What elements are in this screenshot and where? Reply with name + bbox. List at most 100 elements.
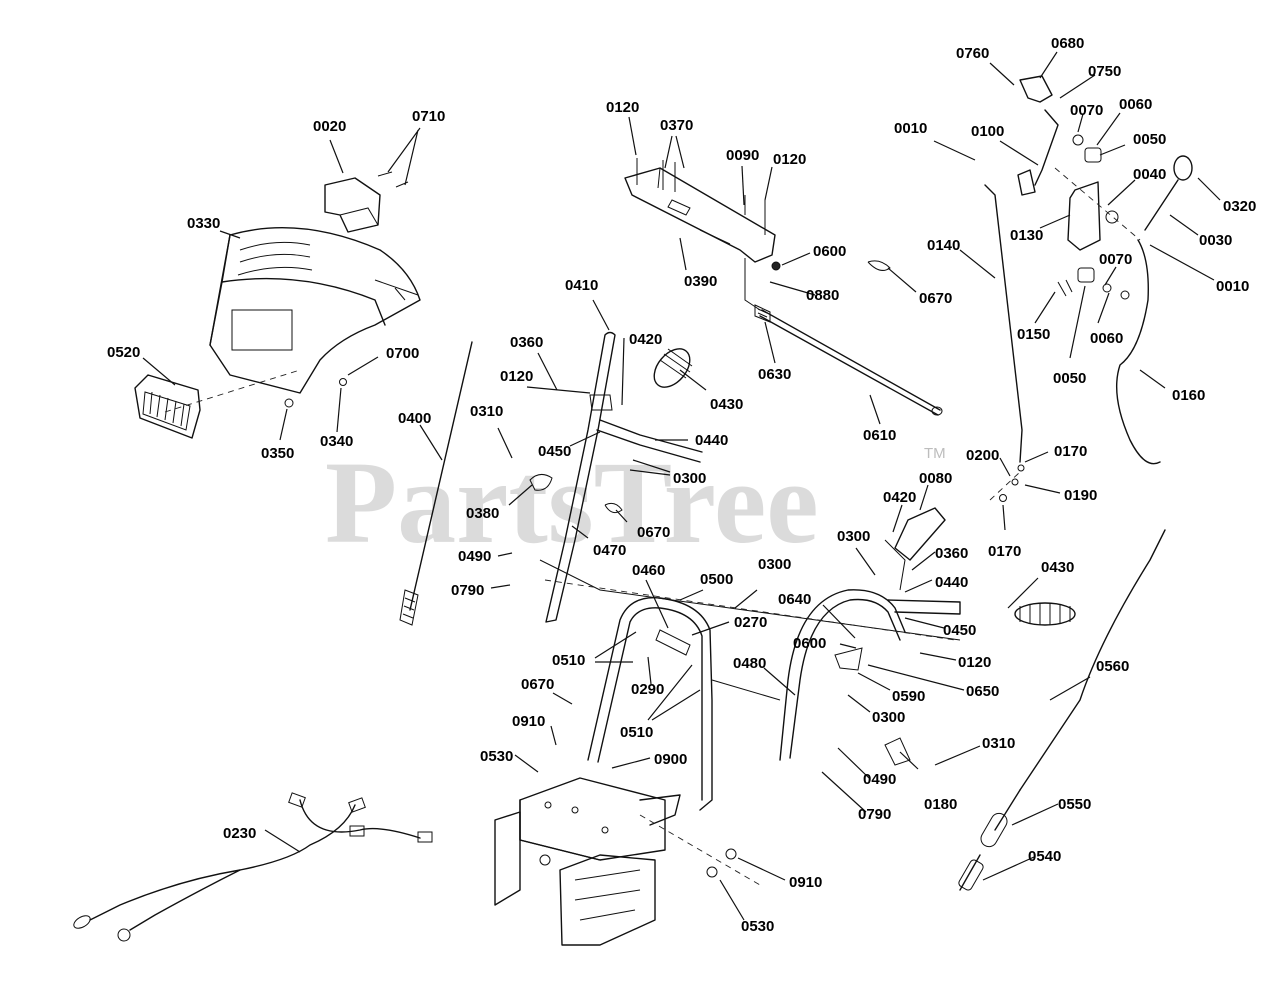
cable-part bbox=[399, 341, 473, 626]
part-label: 0370 bbox=[660, 117, 693, 134]
part-label: 0050 bbox=[1133, 131, 1166, 148]
part-label: 0530 bbox=[480, 748, 513, 765]
upper-handle-right bbox=[779, 507, 1076, 766]
part-label: 0600 bbox=[813, 243, 846, 260]
shaft-part bbox=[754, 304, 943, 416]
part-label: 0150 bbox=[1017, 326, 1050, 343]
watermark-text: PartsTree bbox=[325, 437, 819, 568]
part-label: 0120 bbox=[606, 99, 639, 116]
part-label: 0270 bbox=[734, 614, 767, 631]
part-label: 0400 bbox=[398, 410, 431, 427]
alignment-line bbox=[544, 579, 956, 641]
pin-part bbox=[771, 261, 781, 271]
part-label: 0160 bbox=[1172, 387, 1205, 404]
part-label: 0040 bbox=[1133, 166, 1166, 183]
part-label: 0300 bbox=[673, 470, 706, 487]
part-label: 0460 bbox=[632, 562, 665, 579]
part-label: 0480 bbox=[733, 655, 766, 672]
part-label: 0510 bbox=[620, 724, 653, 741]
part-label: 0450 bbox=[538, 443, 571, 460]
part-label: 0170 bbox=[1054, 443, 1087, 460]
part-label: 0630 bbox=[758, 366, 791, 383]
part-label: 0510 bbox=[552, 652, 585, 669]
part-label: 0680 bbox=[1051, 35, 1084, 52]
upper-handle-left bbox=[529, 331, 961, 641]
part-label: 0550 bbox=[1058, 796, 1091, 813]
part-label: 0490 bbox=[458, 548, 491, 565]
bolt-part bbox=[725, 848, 737, 860]
part-label: 0070 bbox=[1070, 102, 1103, 119]
watermark-trademark: TM bbox=[924, 445, 946, 462]
part-label: 0100 bbox=[971, 123, 1004, 140]
part-label: 0130 bbox=[1010, 227, 1043, 244]
part-label: 0090 bbox=[726, 147, 759, 164]
part-label: 0390 bbox=[684, 273, 717, 290]
part-label: 0700 bbox=[386, 345, 419, 362]
part-label: 0350 bbox=[261, 445, 294, 462]
part-label: 0440 bbox=[695, 432, 728, 449]
part-label: 0710 bbox=[412, 108, 445, 125]
part-label: 0010 bbox=[1216, 278, 1249, 295]
part-label: 0190 bbox=[1064, 487, 1097, 504]
part-label: 0520 bbox=[107, 344, 140, 361]
cable-part bbox=[958, 529, 1166, 891]
part-label: 0140 bbox=[927, 237, 960, 254]
part-label: 0320 bbox=[1223, 198, 1256, 215]
headlight-part bbox=[134, 374, 201, 439]
part-label: 0670 bbox=[521, 676, 554, 693]
part-label: 0020 bbox=[313, 118, 346, 135]
part-label: 0590 bbox=[892, 688, 925, 705]
part-label: 0380 bbox=[466, 505, 499, 522]
rod-part bbox=[984, 184, 1023, 463]
alignment-line bbox=[1054, 167, 1141, 241]
part-label: 0430 bbox=[1041, 559, 1074, 576]
part-label: 0120 bbox=[500, 368, 533, 385]
part-label: 0670 bbox=[637, 524, 670, 541]
part-label: 0650 bbox=[966, 683, 999, 700]
part-label: 0560 bbox=[1096, 658, 1129, 675]
part-label: 0440 bbox=[935, 574, 968, 591]
part-label: 0420 bbox=[883, 489, 916, 506]
part-label: 0070 bbox=[1099, 251, 1132, 268]
bracket-part bbox=[324, 171, 409, 233]
part-label: 0330 bbox=[187, 215, 220, 232]
part-label: 0170 bbox=[988, 543, 1021, 560]
part-label: 0490 bbox=[863, 771, 896, 788]
nut-part bbox=[284, 398, 294, 408]
control-panel-part bbox=[624, 158, 776, 311]
part-label: 0200 bbox=[966, 447, 999, 464]
part-label: 0750 bbox=[1088, 63, 1121, 80]
clip-part bbox=[867, 260, 891, 271]
part-label: 0610 bbox=[863, 427, 896, 444]
alignment-line bbox=[164, 369, 301, 413]
alignment-line bbox=[639, 814, 761, 886]
part-label: 0300 bbox=[758, 556, 791, 573]
part-label: 0790 bbox=[858, 806, 891, 823]
part-label: 0060 bbox=[1090, 330, 1123, 347]
part-label: 0300 bbox=[872, 709, 905, 726]
part-number-labels: 0020 0710 0330 0520 0700 0350 0340 0400 … bbox=[107, 35, 1256, 935]
nut-part bbox=[1017, 464, 1025, 472]
screw-part bbox=[339, 378, 347, 386]
part-label: 0300 bbox=[837, 528, 870, 545]
washer-part bbox=[999, 494, 1007, 502]
part-label: 0910 bbox=[789, 874, 822, 891]
part-label: 0410 bbox=[565, 277, 598, 294]
dash-cover-part bbox=[209, 227, 421, 394]
wire-harness-part bbox=[73, 792, 433, 942]
part-label: 0910 bbox=[512, 713, 545, 730]
part-label: 0310 bbox=[470, 403, 503, 420]
part-label: 0050 bbox=[1053, 370, 1086, 387]
part-label: 0230 bbox=[223, 825, 256, 842]
part-label: 0500 bbox=[700, 571, 733, 588]
part-label: 0030 bbox=[1199, 232, 1232, 249]
part-label: 0470 bbox=[593, 542, 626, 559]
part-label: 0010 bbox=[894, 120, 927, 137]
part-label: 0120 bbox=[773, 151, 806, 168]
part-label: 0310 bbox=[982, 735, 1015, 752]
part-label: 0360 bbox=[935, 545, 968, 562]
part-label: 0420 bbox=[629, 331, 662, 348]
part-label: 0640 bbox=[778, 591, 811, 608]
part-label: 0880 bbox=[806, 287, 839, 304]
